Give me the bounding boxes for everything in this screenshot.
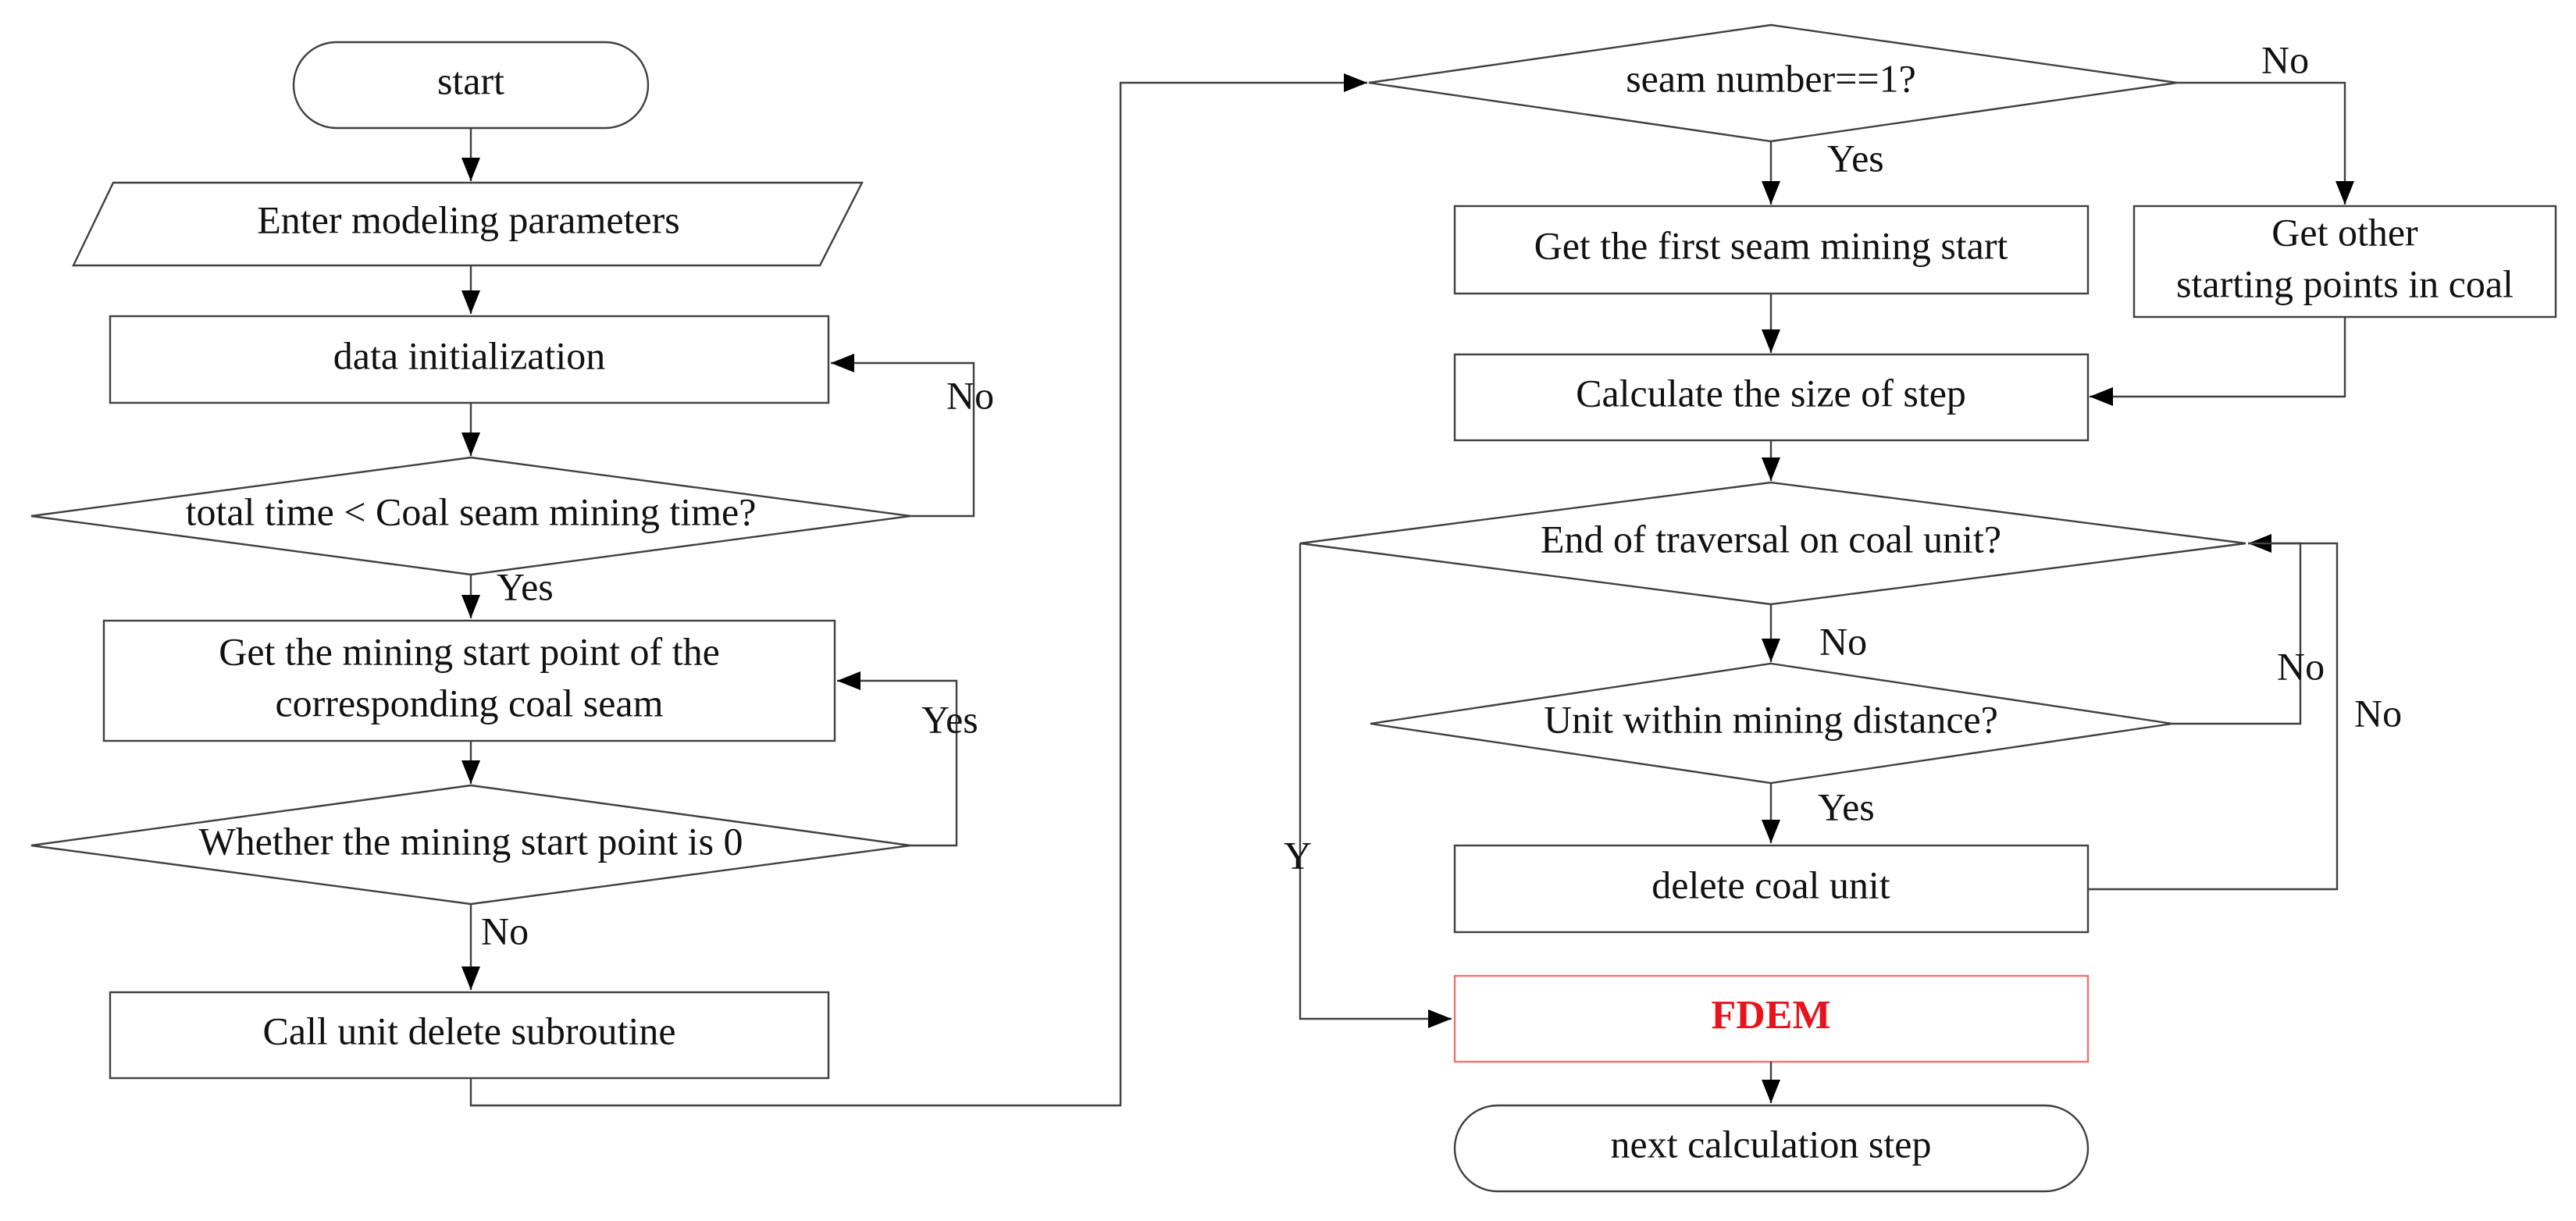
- node-start-zero-check: Whether the mining start point is 0: [30, 784, 911, 906]
- label-zero-yes: Yes: [921, 697, 978, 741]
- node-time-check: total time < Coal seam mining time?: [30, 456, 911, 576]
- label-delete-loop-no: No: [2354, 691, 2402, 735]
- label-distance-yes: Yes: [1818, 785, 1875, 828]
- node-get-start-line1: Get the mining start point of the: [219, 629, 720, 673]
- label-traversal-no: No: [1819, 619, 1867, 663]
- node-delete-unit: delete coal unit: [1453, 844, 2090, 934]
- node-first-seam-label: Get the first seam mining start: [1534, 223, 2008, 267]
- node-seam-check: seam number==1?: [1368, 23, 2178, 143]
- edge-delete-loop: [2088, 542, 2339, 891]
- label-distance-no: No: [2277, 644, 2325, 688]
- edge-traversal-y: [1299, 543, 1452, 1028]
- label-seam-no: No: [2261, 37, 2309, 81]
- node-traversal-check-label: End of traversal on coal unit?: [1541, 517, 2001, 561]
- label-time-yes: Yes: [497, 564, 554, 608]
- edge-timecheck-no: [831, 354, 975, 518]
- node-data-init-label: data initialization: [333, 333, 606, 377]
- node-next-step: next calculation step: [1453, 1104, 2090, 1193]
- label-time-no: No: [946, 373, 994, 417]
- edge-zerocheck-yes: [837, 671, 958, 847]
- node-get-start: Get the mining start point of the corres…: [102, 619, 836, 742]
- label-seam-yes: Yes: [1827, 136, 1884, 180]
- node-delete-unit-label: delete coal unit: [1651, 863, 1890, 906]
- node-call-delete-label: Call unit delete subroutine: [262, 1009, 675, 1052]
- node-seam-check-label: seam number==1?: [1626, 56, 1916, 100]
- node-distance-check: Unit within mining distance?: [1370, 662, 2173, 785]
- edge-other-to-step: [2090, 317, 2346, 406]
- node-other-starts-line2: starting points in coal: [2176, 262, 2514, 305]
- node-calc-step-label: Calculate the size of step: [1576, 371, 1966, 415]
- node-fdem: FDEM: [1453, 974, 2090, 1063]
- node-other-starts-line1: Get other: [2271, 210, 2418, 254]
- node-call-delete: Call unit delete subroutine: [109, 991, 830, 1080]
- node-time-check-label: total time < Coal seam mining time?: [186, 489, 757, 533]
- node-enter-params-label: Enter modeling parameters: [257, 198, 679, 241]
- label-zero-no: No: [481, 909, 529, 952]
- node-first-seam: Get the first seam mining start: [1453, 205, 2090, 295]
- node-other-starts: Get other starting points in coal: [2132, 205, 2557, 319]
- node-next-step-label: next calculation step: [1611, 1122, 1932, 1166]
- node-start: start: [292, 41, 650, 130]
- node-data-init: data initialization: [109, 315, 830, 404]
- node-start-zero-check-label: Whether the mining start point is 0: [198, 819, 743, 863]
- edge-seamcheck-no: [2177, 81, 2354, 205]
- node-get-start-line2: corresponding coal seam: [275, 681, 663, 724]
- edge-distance-no: [2172, 534, 2302, 725]
- label-traversal-y: Y: [1284, 833, 1312, 877]
- node-traversal-check: End of traversal on coal unit?: [1299, 481, 2246, 606]
- edge-calldelete-to-seamcheck: [469, 73, 1367, 1107]
- node-calc-step: Calculate the size of step: [1453, 353, 2090, 442]
- node-start-label: start: [437, 59, 504, 102]
- node-fdem-label: FDEM: [1711, 993, 1830, 1038]
- node-distance-check-label: Unit within mining distance?: [1544, 697, 1998, 741]
- node-enter-params: Enter modeling parameters: [72, 181, 864, 267]
